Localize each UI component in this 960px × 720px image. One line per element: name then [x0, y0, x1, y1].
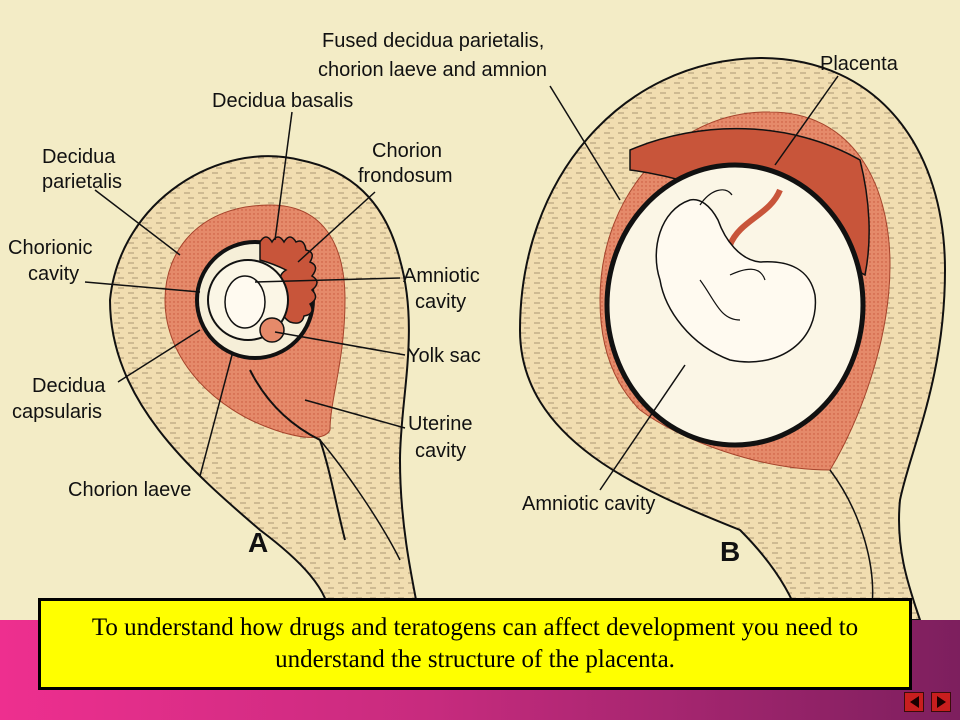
label-fused-line1: Fused decidua parietalis, — [322, 30, 544, 52]
leader-lines — [84, 75, 839, 491]
label-decidua-capsularis-line1: Decidua — [32, 375, 106, 397]
panel-b-fetus — [655, 198, 817, 363]
next-slide-icon — [936, 696, 946, 708]
next-slide-button[interactable] — [931, 692, 951, 712]
label-decidua-parietalis-line2: parietalis — [42, 171, 122, 193]
panel-a-cervix — [319, 439, 401, 561]
panel-a-embryo — [224, 275, 266, 329]
label-amniotic-cavity-b: Amniotic cavity — [522, 493, 655, 515]
label-amniotic-cavity-a-line2: cavity — [415, 291, 466, 313]
placenta-diagram: Decidua basalis Decidua parietalis Chori… — [8, 30, 947, 620]
previous-slide-button[interactable] — [904, 692, 924, 712]
label-amniotic-cavity-a-line1: Amniotic — [403, 265, 480, 287]
label-uterine-cavity-line1: Uterine — [408, 413, 472, 435]
panel-b-fetal-limbs — [699, 189, 766, 321]
previous-slide-icon — [909, 696, 919, 708]
panel-b-letter: B — [720, 536, 740, 567]
label-uterine-cavity-line2: cavity — [415, 440, 466, 462]
label-placenta: Placenta — [820, 53, 899, 75]
label-chorionic-cavity-line2: cavity — [28, 263, 79, 285]
panel-a-yolk-sac — [259, 317, 285, 343]
label-chorion-frondosum-line2: frondosum — [358, 165, 453, 187]
label-yolk-sac: Yolk sac — [407, 345, 481, 367]
panel-a-drawing — [108, 155, 422, 620]
label-decidua-capsularis-line2: capsularis — [12, 401, 102, 423]
caption-box: To understand how drugs and teratogens c… — [38, 598, 912, 690]
caption-text: To understand how drugs and teratogens c… — [91, 614, 859, 673]
panel-a-letter: A — [248, 527, 268, 558]
label-chorionic-cavity-line1: Chorionic — [8, 237, 92, 259]
label-decidua-parietalis-line1: Decidua — [42, 146, 116, 168]
label-chorion-laeve: Chorion laeve — [68, 479, 191, 501]
label-decidua-basalis: Decidua basalis — [212, 90, 353, 112]
label-fused-line2: chorion laeve and amnion — [318, 59, 547, 81]
label-chorion-frondosum-line1: Chorion — [372, 140, 442, 162]
panel-b-drawing — [518, 56, 947, 620]
